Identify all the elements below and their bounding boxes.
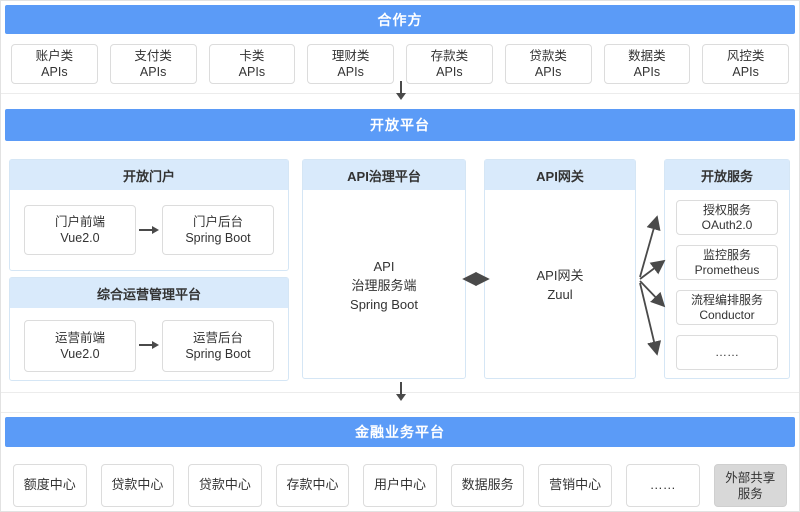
partners-section: 合作方 账户类 APIs 支付类 APIs 卡类 APIs 理财类 APIs 存…: [1, 5, 799, 94]
api-governance-title: API治理平台: [303, 160, 465, 190]
box-label: 授权服务: [702, 202, 751, 217]
body-line: Zuul: [547, 287, 573, 302]
ellipsis-service-box: ……: [676, 335, 778, 370]
ops-management-title: 综合运营管理平台: [10, 278, 288, 308]
api-box-label: 账户类: [35, 48, 74, 63]
api-governance-panel: API治理平台 API 治理服务端 Spring Boot: [302, 159, 466, 379]
center-data-service: 数据服务: [450, 464, 525, 507]
api-governance-server: API 治理服务端 Spring Boot: [303, 190, 465, 380]
center-loan-1: 贷款中心: [100, 464, 175, 507]
box-sublabel: Spring Boot: [185, 231, 251, 245]
center-ellipsis: ……: [625, 464, 700, 507]
api-box-data: 数据类 APIs: [603, 44, 691, 84]
open-portal-title: 开放门户: [10, 160, 288, 190]
box-sublabel: Vue2.0: [60, 347, 100, 361]
body-line: Spring Boot: [350, 296, 418, 312]
box-label: 运营后台: [192, 330, 243, 345]
down-arrow-icon: [393, 382, 409, 401]
api-box-label: 风控类: [726, 48, 765, 63]
api-box-label: 贷款类: [529, 48, 567, 63]
api-box-sublabel: APIs: [534, 65, 562, 79]
open-platform-title: 开放平台: [5, 109, 795, 141]
partners-section-title: 合作方: [5, 5, 795, 34]
api-box-payments: 支付类 APIs: [109, 44, 197, 84]
body-line: API: [373, 258, 395, 274]
open-services-title: 开放服务: [665, 160, 789, 190]
api-gateway-title: API网关: [485, 160, 635, 190]
center-loan-2: 贷款中心: [188, 464, 262, 507]
api-box-label: 数据类: [628, 48, 666, 63]
api-box-sublabel: APIs: [732, 65, 759, 79]
portal-frontend-box: 门户前端 Vue2.0: [24, 205, 136, 255]
api-box-label: 存款类: [430, 48, 469, 63]
api-box-sublabel: APIs: [238, 65, 266, 79]
financial-platform-title: 金融业务平台: [5, 417, 795, 447]
api-box-sublabel: APIs: [139, 65, 167, 79]
box-label: 监控服务: [702, 247, 751, 262]
open-platform-section: 开放平台 开放门户 门户前端 Vue2.0 门户后台 Spring Boot 综…: [1, 109, 799, 393]
box-label: 外部共享: [725, 470, 776, 485]
open-portal-panel: 开放门户 门户前端 Vue2.0 门户后台 Spring Boot: [9, 159, 289, 271]
api-gateway-panel: API网关 API网关 Zuul: [484, 159, 636, 379]
right-arrow-icon: [139, 205, 159, 255]
box-sublabel: 服务: [737, 486, 763, 501]
api-box-accounts: 账户类 APIs: [11, 44, 98, 84]
center-quota: 额度中心: [13, 464, 87, 507]
api-box-risk: 风控类 APIs: [702, 44, 789, 84]
monitor-service-box: 监控服务 Prometheus: [676, 245, 778, 280]
down-arrow-icon: [393, 81, 409, 100]
box-sublabel: Prometheus: [694, 262, 760, 277]
api-box-label: 理财类: [331, 48, 370, 63]
center-marketing: 营销中心: [538, 464, 612, 507]
external-shared-service-box: 外部共享 服务: [713, 464, 788, 507]
right-arrow-icon: [139, 320, 159, 370]
box-sublabel: Conductor: [699, 307, 755, 322]
ops-frontend-box: 运营前端 Vue2.0: [24, 320, 136, 372]
api-box-label: 支付类: [134, 48, 172, 63]
box-sublabel: Spring Boot: [185, 347, 251, 361]
center-deposit: 存款中心: [275, 464, 350, 507]
auth-service-box: 授权服务 OAuth2.0: [676, 200, 778, 235]
box-label: 流程编排服务: [690, 292, 763, 307]
center-user: 用户中心: [363, 464, 437, 507]
orchestration-service-box: 流程编排服务 Conductor: [676, 290, 778, 325]
api-box-deposits: 存款类 APIs: [406, 44, 493, 84]
box-label: 门户前端: [54, 214, 105, 229]
api-box-sublabel: APIs: [41, 65, 68, 79]
api-box-loans: 贷款类 APIs: [504, 44, 592, 84]
financial-centers-row: 额度中心 贷款中心 贷款中心 存款中心 用户中心 数据服务 营销中心 …… 外部…: [1, 464, 799, 507]
box-label: 运营前端: [54, 330, 105, 345]
api-box-wealth: 理财类 APIs: [307, 44, 394, 84]
ops-backend-box: 运营后台 Spring Boot: [162, 320, 274, 372]
api-box-sublabel: APIs: [633, 65, 661, 79]
api-box-cards: 卡类 APIs: [208, 44, 296, 84]
financial-platform-section: 金融业务平台 额度中心 贷款中心 贷款中心 存款中心 用户中心 数据服务 营销中…: [1, 412, 799, 511]
api-box-sublabel: APIs: [436, 65, 463, 79]
partners-api-row: 账户类 APIs 支付类 APIs 卡类 APIs 理财类 APIs 存款类 A…: [1, 44, 799, 84]
body-line: API网关: [536, 268, 584, 283]
body-line: 治理服务端: [351, 277, 417, 293]
api-box-sublabel: APIs: [337, 65, 364, 79]
ops-management-panel: 综合运营管理平台 运营前端 Vue2.0 运营后台 Spring Boot: [9, 277, 289, 381]
box-sublabel: OAuth2.0: [701, 217, 753, 232]
box-label: ……: [715, 345, 739, 359]
open-services-panel: 开放服务 授权服务 OAuth2.0 监控服务 Prometheus 流程编排服…: [664, 159, 790, 379]
api-gateway-zuul: API网关 Zuul: [485, 190, 635, 380]
box-sublabel: Vue2.0: [60, 231, 100, 245]
api-box-label: 卡类: [239, 48, 265, 63]
portal-backend-box: 门户后台 Spring Boot: [162, 205, 274, 255]
box-label: 门户后台: [192, 214, 243, 229]
